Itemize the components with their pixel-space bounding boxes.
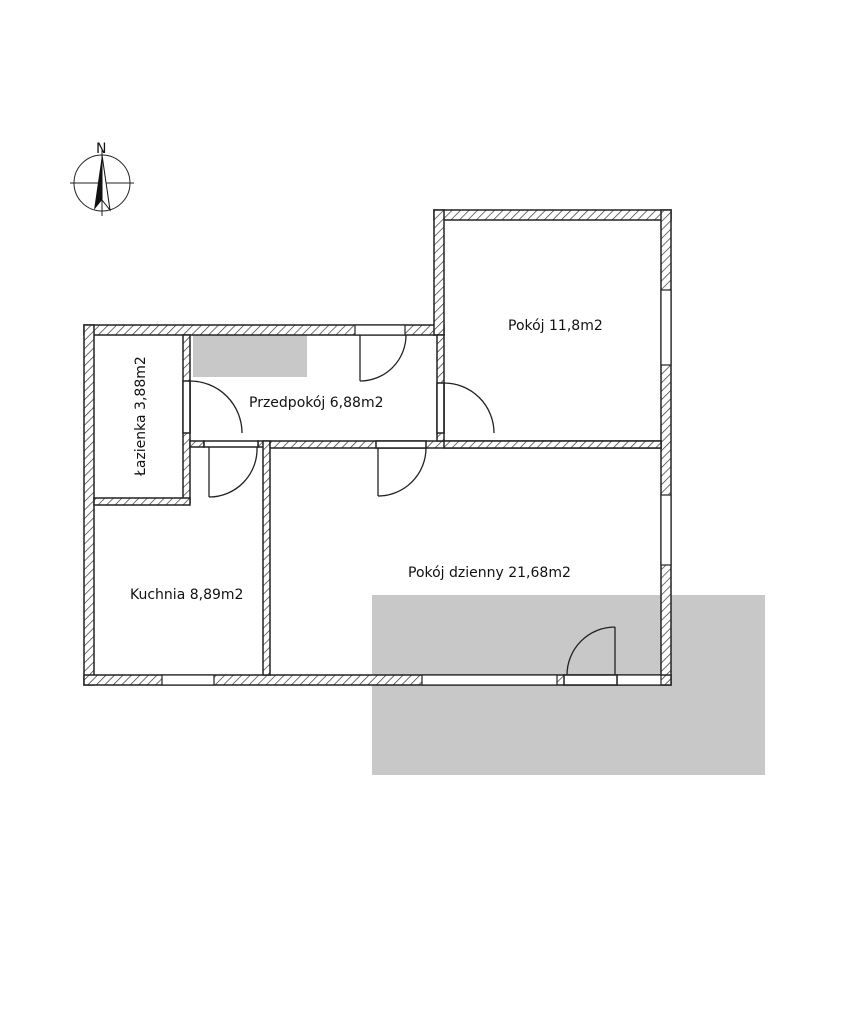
compass: N: [70, 141, 134, 216]
room-label-pokoj: Pokój 11,8m2: [508, 318, 603, 334]
doors: [182, 334, 618, 686]
outer-walls: [83, 209, 672, 686]
windows: [161, 289, 672, 686]
window: [660, 289, 672, 366]
room-label-pokoj-dzienny: Pokój dzienny 21,68m2: [408, 565, 571, 581]
window: [161, 674, 215, 686]
room-label-przedpokoj: Przedpokój 6,88m2: [249, 395, 383, 411]
north-label: N: [96, 141, 106, 157]
window: [421, 674, 558, 686]
north-arrow-icon: [94, 154, 111, 212]
window: [616, 674, 662, 686]
window: [354, 324, 406, 336]
window: [660, 494, 672, 566]
room-label-kuchnia: Kuchnia 8,89m2: [130, 587, 243, 603]
room-label-lazienka: Łazienka 3,88m2: [133, 356, 149, 477]
wardrobe-area: [193, 335, 307, 377]
